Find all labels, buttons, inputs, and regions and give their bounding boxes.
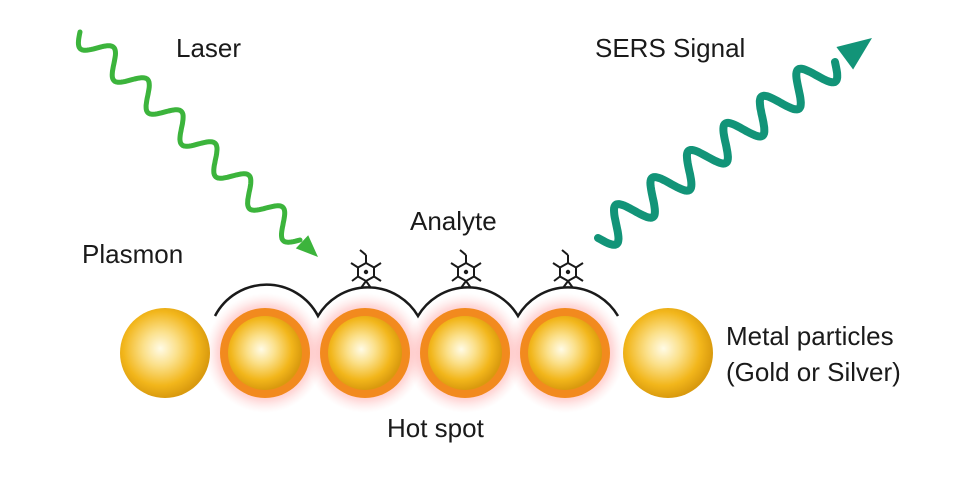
analyte-label: Analyte bbox=[410, 206, 497, 236]
metal-particle-hot-4 bbox=[520, 308, 610, 398]
sers-signal-arrowhead bbox=[836, 38, 872, 70]
analyte-molecule-2 bbox=[450, 249, 482, 289]
metal-particle-hot-1 bbox=[220, 308, 310, 398]
laser-arrowhead bbox=[295, 235, 318, 257]
plasmon-arcs bbox=[213, 283, 620, 319]
metal-particles-label-line1: Metal particles bbox=[726, 321, 894, 351]
hot-spot-label: Hot spot bbox=[387, 413, 484, 443]
metal-particle-hot-3 bbox=[420, 308, 510, 398]
metal-particle-right bbox=[623, 308, 713, 398]
laser-wave bbox=[75, 29, 303, 245]
metal-particles bbox=[120, 308, 713, 398]
sers-signal-wave bbox=[594, 58, 842, 249]
laser-label: Laser bbox=[176, 33, 242, 63]
sers-signal-label: SERS Signal bbox=[595, 33, 746, 63]
metal-particle-hot-2 bbox=[320, 308, 410, 398]
analyte-molecule-3 bbox=[552, 249, 584, 289]
analyte-molecules bbox=[350, 249, 584, 289]
metal-particles-label-line2: (Gold or Silver) bbox=[726, 357, 901, 387]
analyte-molecule-1 bbox=[350, 249, 382, 289]
metal-particle-left bbox=[120, 308, 210, 398]
plasmon-label: Plasmon bbox=[82, 239, 184, 269]
